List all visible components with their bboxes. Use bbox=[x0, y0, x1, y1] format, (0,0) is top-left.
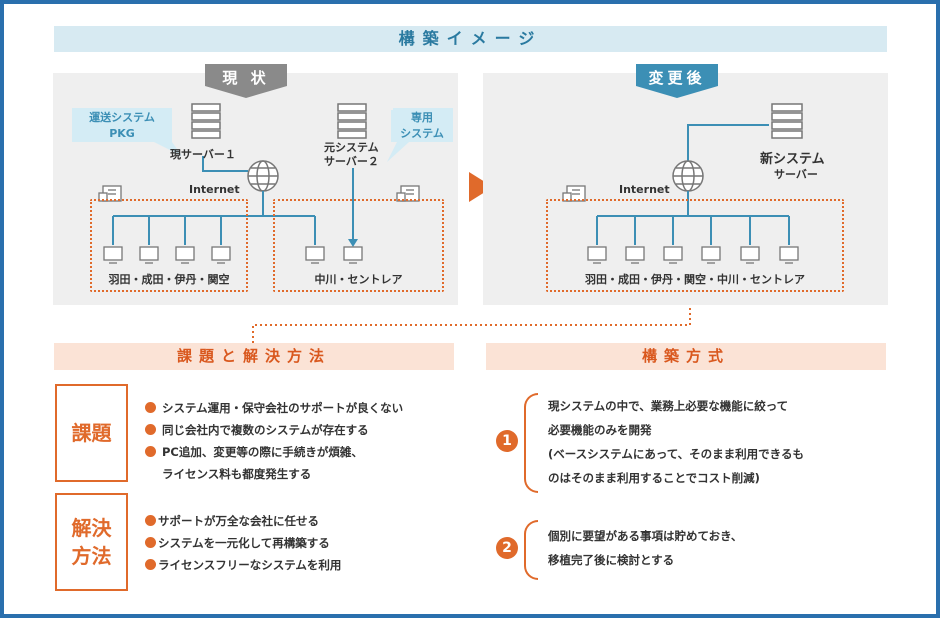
list-item: PC追加、変更等の際に手続きが煩雑、 bbox=[145, 441, 403, 463]
method-point-1: 現システムの中で、業務上必要な機能に絞って 必要機能のみを開発 (ベースシステム… bbox=[548, 399, 804, 485]
bullet-icon bbox=[145, 402, 156, 413]
issues-heading: 課題と解決方法 bbox=[54, 343, 454, 370]
list-item: システムを一元化して再構築する bbox=[145, 532, 341, 554]
after-tag: 変更後 bbox=[648, 69, 706, 87]
list-item: ライセンス料も都度発生する bbox=[162, 467, 312, 481]
connector-line bbox=[252, 305, 691, 343]
after-tag-shape bbox=[636, 64, 718, 98]
group-box-2 bbox=[273, 199, 444, 292]
bullet-icon bbox=[145, 537, 156, 548]
list-item: サポートが万全な会社に任せる bbox=[145, 510, 341, 532]
building-icon bbox=[98, 185, 122, 202]
new-server-label: 新システム bbox=[760, 152, 825, 167]
server2-label: 元システムサーバー２ bbox=[324, 141, 379, 168]
list-item: ライセンスフリーなシステムを利用 bbox=[145, 554, 341, 576]
issue-list: システム運用・保守会社のサポートが良くない 同じ会社内で複数のシステムが存在する… bbox=[145, 397, 403, 485]
globe-icon bbox=[247, 160, 279, 192]
group2-label: 中川・セントレア bbox=[314, 273, 403, 286]
number-badge-2: 2 bbox=[496, 537, 518, 559]
globe-icon bbox=[672, 160, 704, 192]
list-item: 同じ会社内で複数のシステムが存在する bbox=[145, 419, 403, 441]
server-icon bbox=[191, 103, 221, 139]
bullet-icon bbox=[145, 559, 156, 570]
brace-1 bbox=[524, 393, 538, 493]
solution-list: サポートが万全な会社に任せる システムを一元化して再構築する ライセンスフリーな… bbox=[145, 510, 341, 576]
building-icon bbox=[562, 185, 586, 202]
group-box-all bbox=[546, 199, 844, 292]
current-tag-shape bbox=[205, 64, 287, 98]
server-icon bbox=[771, 103, 803, 139]
internet-label: Internet bbox=[619, 183, 670, 196]
building-icon bbox=[396, 185, 420, 202]
transition-arrow-icon bbox=[469, 172, 493, 202]
internet-label: Internet bbox=[189, 183, 240, 196]
issue-label-box: 課題 bbox=[55, 384, 128, 482]
server-icon bbox=[337, 103, 367, 139]
current-network-diagram bbox=[98, 103, 420, 264]
group1-label: 羽田・成田・伊丹・関空 bbox=[108, 273, 230, 286]
server1-label: 現サーバー１ bbox=[170, 148, 236, 161]
current-tag: 現 状 bbox=[222, 69, 270, 87]
solution-label-box: 解決方法 bbox=[55, 493, 128, 591]
group-all-label: 羽田・成田・伊丹・関空・中川・セントレア bbox=[585, 273, 805, 286]
after-network-diagram bbox=[562, 103, 803, 264]
number-badge-1: 1 bbox=[496, 430, 518, 452]
bullet-icon bbox=[145, 515, 156, 526]
method-heading: 構築方式 bbox=[486, 343, 886, 370]
brace-2 bbox=[524, 520, 538, 580]
list-item: システム運用・保守会社のサポートが良くない bbox=[145, 397, 403, 419]
group-box-1 bbox=[90, 199, 248, 292]
callout-dedicated: 専用システム bbox=[391, 110, 453, 142]
bullet-icon bbox=[145, 424, 156, 435]
bullet-icon bbox=[145, 446, 156, 457]
page-title: 構築イメージ bbox=[54, 26, 887, 52]
method-point-2: 個別に要望がある事項は貯めておき、 移植完了後に検討とする bbox=[548, 529, 743, 567]
pc-icon bbox=[587, 246, 799, 264]
new-server-sublabel: サーバー bbox=[774, 168, 818, 181]
pc-icon bbox=[103, 246, 363, 264]
